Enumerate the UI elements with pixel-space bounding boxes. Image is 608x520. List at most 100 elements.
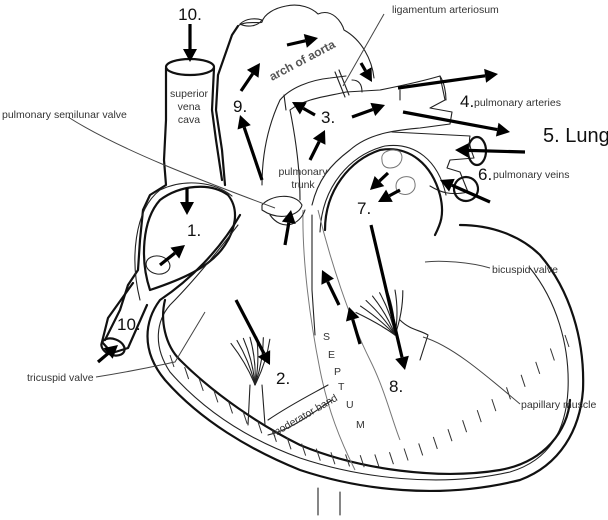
chorda-tendinea xyxy=(371,295,396,336)
septum-letter-m: M xyxy=(356,419,365,431)
label-pulmonary-semilunar-valve: pulmonary semilunar valve xyxy=(2,109,127,121)
wall-hatch-mark xyxy=(242,411,248,424)
wall-hatch-mark xyxy=(403,448,409,461)
leader-lines xyxy=(67,116,521,405)
arrow-descending-shaft xyxy=(359,62,367,72)
chorda-tendinea xyxy=(254,337,264,386)
step-3: 3. xyxy=(321,108,335,127)
arrow-3-left-head xyxy=(292,102,307,115)
arrow-9-head xyxy=(246,63,260,78)
arrow-to-lv-head xyxy=(395,355,409,370)
septum-letter-t: T xyxy=(338,381,345,393)
label-svc-1: superior xyxy=(170,88,208,100)
arrow-descending-head xyxy=(359,67,372,82)
heart-outer-wall xyxy=(146,213,585,492)
arrow-lv-up-1-shaft xyxy=(326,280,341,306)
chorda-tendinea xyxy=(359,305,396,336)
wall-hatch-mark xyxy=(169,354,175,368)
chorda-tendinea xyxy=(242,337,256,386)
wall-hatch-mark xyxy=(476,409,482,423)
arrow-la-2-head xyxy=(378,189,393,202)
arrow-rv-to-valve-shaft xyxy=(283,222,291,246)
arrow-pv-lower xyxy=(440,178,491,204)
step-9: 9. xyxy=(233,97,247,116)
arrow-to-rv-shaft xyxy=(234,299,266,355)
chorda-tendinea xyxy=(230,342,256,386)
arrow-ivc-in xyxy=(96,345,118,364)
arrow-la-1-shaft xyxy=(378,171,390,183)
arrow-pa-lower xyxy=(402,110,510,137)
arrow-pv-upper xyxy=(455,143,526,158)
arrow-ivc-to-ra xyxy=(159,245,185,267)
septum-letter-s: S xyxy=(323,331,330,343)
right-atrium xyxy=(134,182,237,301)
arrow-trunk-up xyxy=(308,130,326,161)
label-bicuspid-valve: bicuspid valve xyxy=(492,264,558,276)
arrow-lv-up-1-head xyxy=(321,270,334,285)
arrow-3-right xyxy=(351,102,385,119)
chorda-tendinea xyxy=(254,338,271,386)
arrow-pa-lower-shaft xyxy=(402,110,498,132)
step-7: 7. xyxy=(357,199,371,218)
wall-hatch-mark xyxy=(198,378,204,392)
arrow-lv-up-2-shaft xyxy=(351,319,362,345)
label-pulmonary-trunk-2: trunk xyxy=(291,179,315,191)
wall-hatch-mark xyxy=(447,429,453,442)
wall-hatch-mark xyxy=(462,420,468,433)
step-10-top: 10. xyxy=(178,5,202,24)
ligamentum-arteriosum xyxy=(334,13,385,98)
arrow-trunk-up-shaft xyxy=(308,140,321,161)
arrow-to-lv xyxy=(369,224,409,370)
chorda-tendinea xyxy=(379,292,396,336)
septum-letters: S E P T U M xyxy=(323,331,365,431)
leader-bicuspid xyxy=(424,260,491,269)
arrow-arch xyxy=(286,34,318,48)
leader-tricuspid xyxy=(95,311,206,378)
chorda-tendinea xyxy=(249,336,256,386)
arrow-ivc-in-head xyxy=(103,345,118,359)
arrow-la-2 xyxy=(378,188,401,202)
wall-hatch-mark xyxy=(345,454,351,467)
leader-pulmonary-semilunar xyxy=(67,116,276,209)
label-svc-2: vena xyxy=(178,101,201,113)
arrow-ra-down-head xyxy=(180,202,194,215)
arrow-ivc-to-ra-shaft xyxy=(159,251,176,267)
wall-hatch-mark xyxy=(491,398,497,412)
arrow-pa-upper xyxy=(397,68,498,90)
arrow-pv-lower-shaft xyxy=(451,183,491,204)
arrow-pa-lower-head xyxy=(495,122,510,137)
arrow-to-rv xyxy=(234,299,271,365)
wall-hatch-mark xyxy=(228,401,233,414)
wall-hatch-mark xyxy=(564,334,570,348)
descending-aorta-stub xyxy=(317,487,341,516)
septum-letter-u: U xyxy=(346,399,354,411)
wall-hatch-mark xyxy=(271,429,277,442)
label-pulmonary-arteries: pulmonary arteries xyxy=(474,97,561,109)
wall-hatch-mark xyxy=(301,443,307,456)
wall-hatch-mark xyxy=(257,421,263,434)
arrow-to-lv-shaft xyxy=(369,224,404,358)
leader-papillary xyxy=(422,336,521,405)
arrow-pv-upper-head xyxy=(455,143,469,158)
step-1: 1. xyxy=(187,221,201,240)
step-8: 8. xyxy=(389,377,403,396)
wall-hatch-mark xyxy=(213,390,219,403)
step-10-bottom: 10. xyxy=(117,315,141,334)
arrow-arch-shaft xyxy=(286,39,306,47)
arrow-arch-head xyxy=(303,34,318,48)
tricuspid-chordae xyxy=(230,336,271,386)
wall-hatch-mark xyxy=(286,437,292,450)
arrow-3-right-head xyxy=(370,102,385,117)
wall-hatch-mark xyxy=(535,361,541,375)
wall-hatch-mark xyxy=(315,448,321,461)
arrow-lv-up-2-head xyxy=(345,307,360,322)
arrow-la-1 xyxy=(370,171,390,190)
step-4: 4. xyxy=(460,92,474,111)
step-2: 2. xyxy=(276,369,290,388)
arrow-la-2-shaft xyxy=(388,188,401,198)
arrow-3-left xyxy=(292,102,316,117)
wall-hatch-mark xyxy=(184,366,190,380)
wall-hatch-mark xyxy=(418,443,424,456)
arrow-rv-to-valve xyxy=(281,210,296,246)
right-papillary-muscle xyxy=(247,384,266,426)
